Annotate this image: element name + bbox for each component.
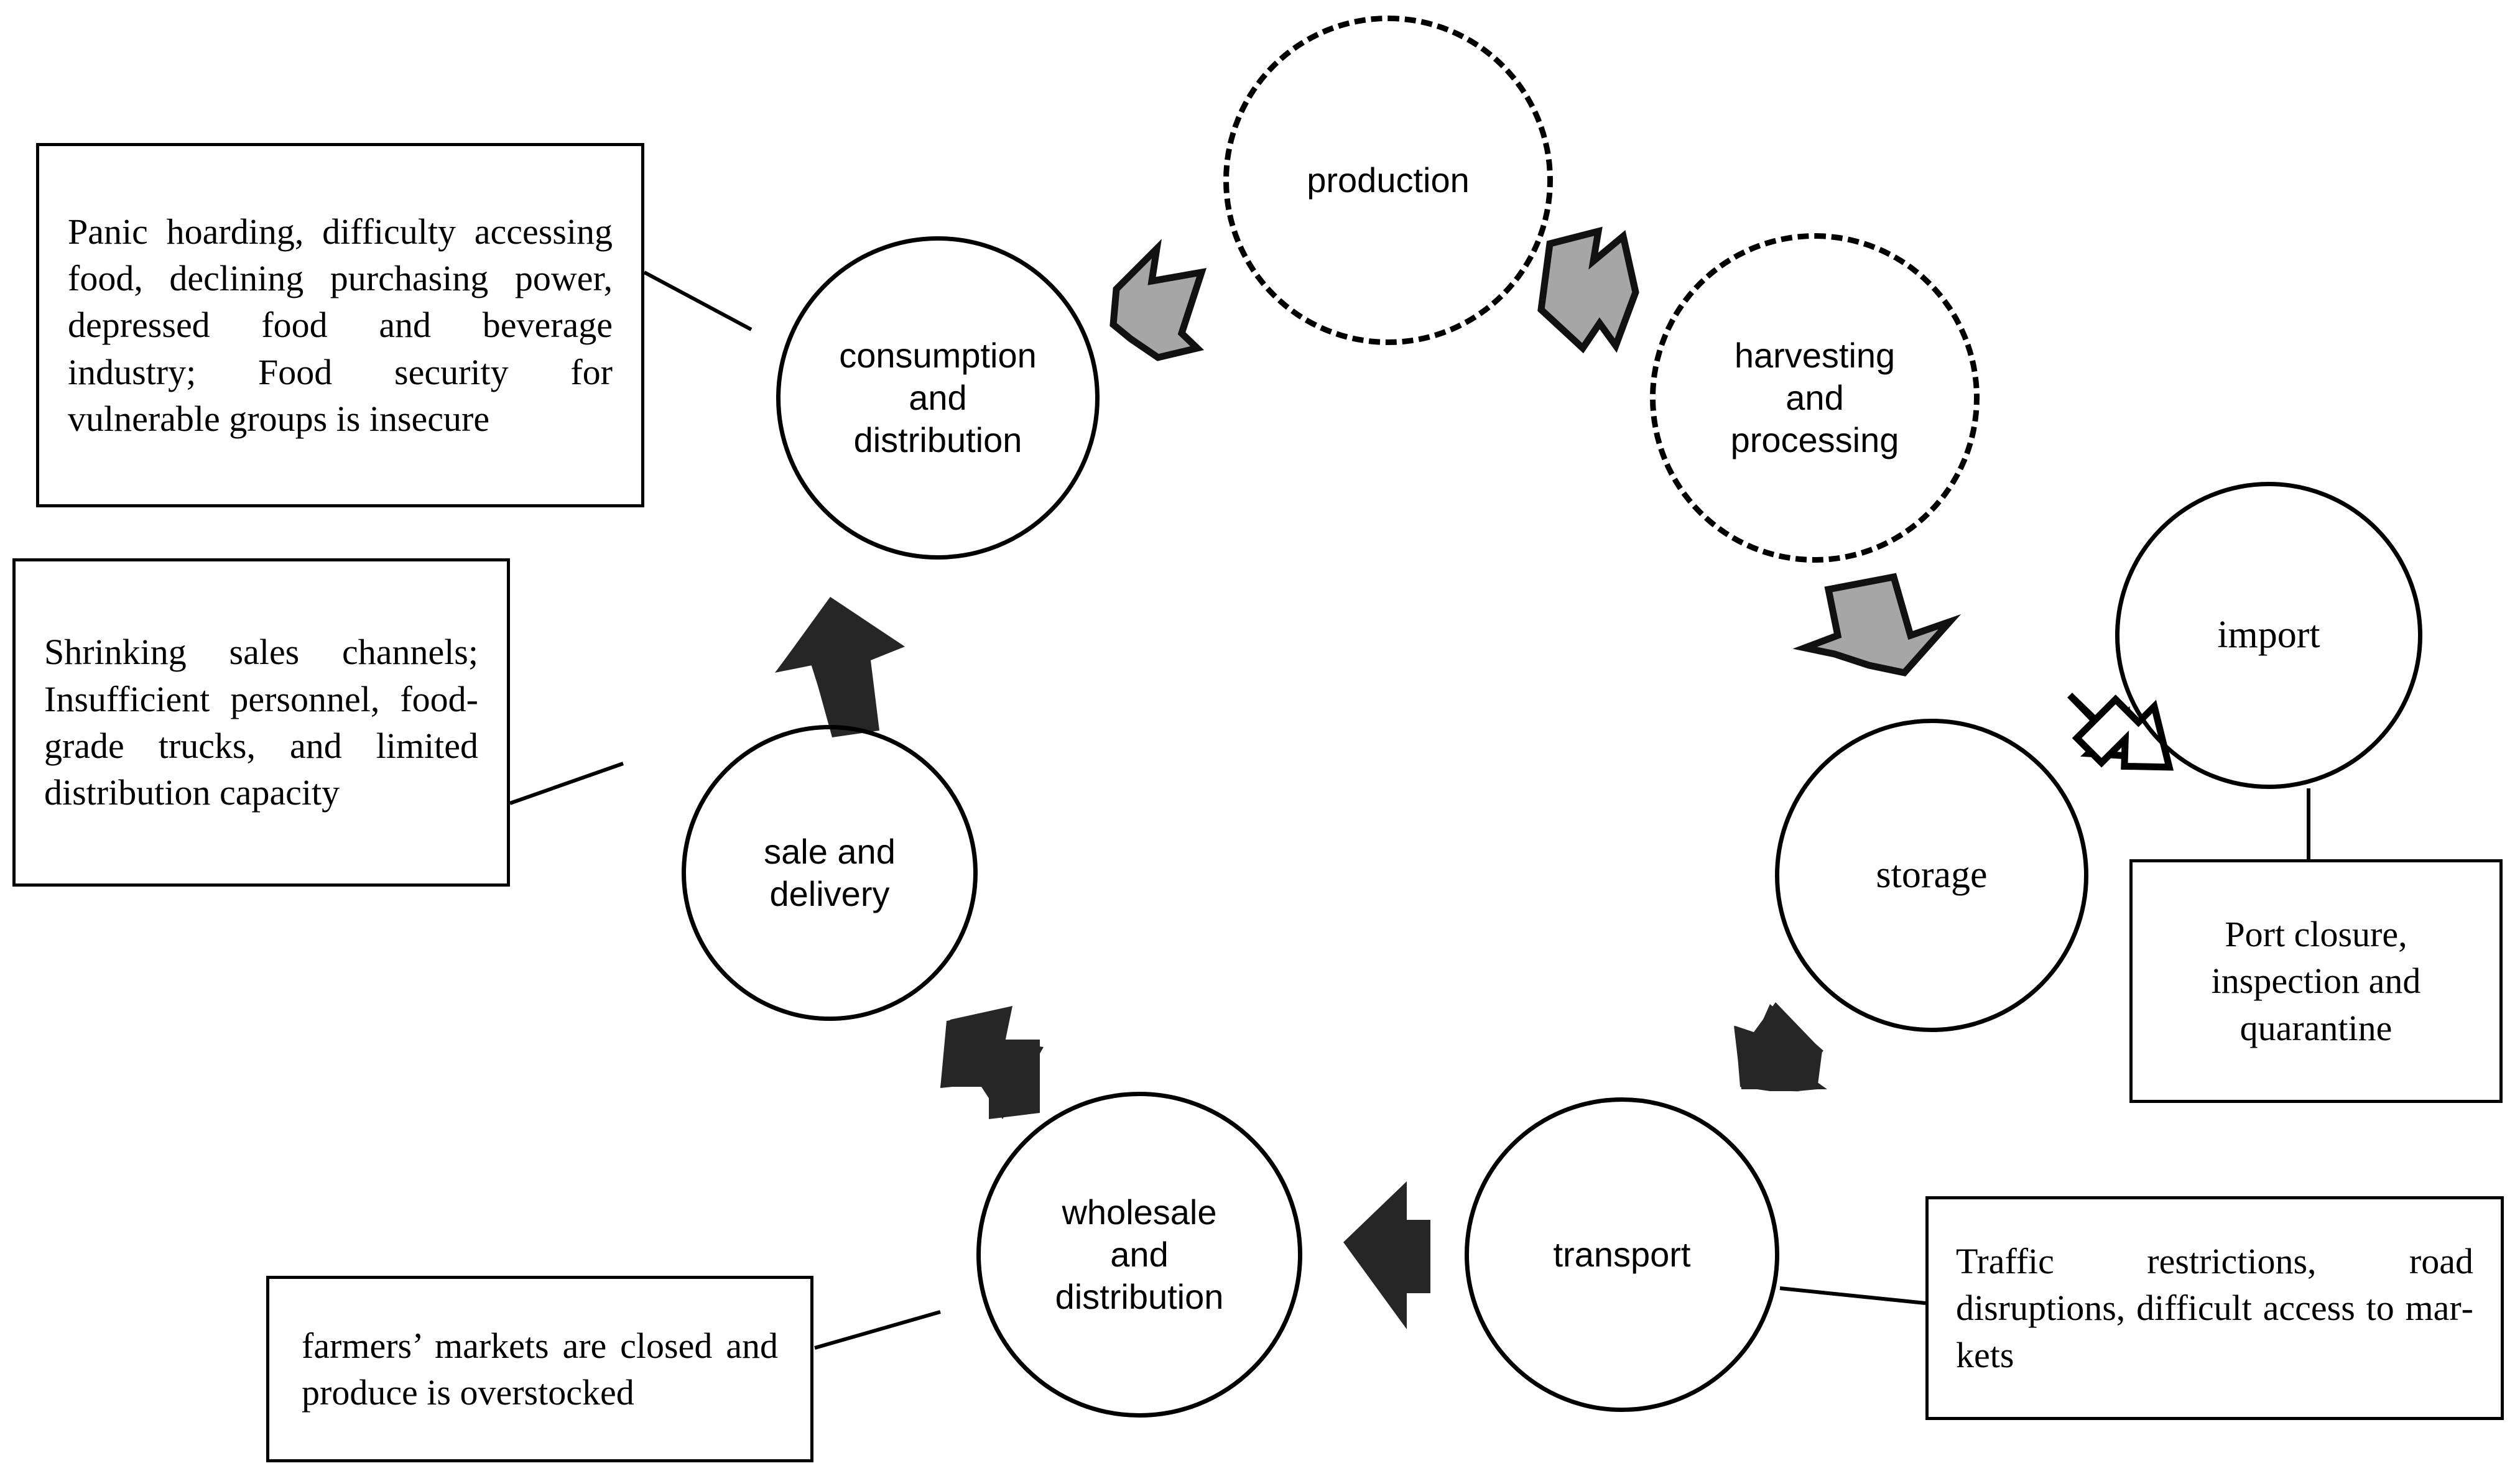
node-sale-and-delivery[interactable]: sale and delivery: [682, 725, 978, 1021]
note-sale[interactable]: Shrinking sales channels; Insuffi­cient …: [12, 558, 510, 887]
node-harvesting-label: harvesting and processing: [1730, 335, 1899, 460]
arrow-gray-harvesting-to-storage: [1792, 573, 1962, 677]
arrow-gray-production-to-consumption: [1109, 239, 1207, 361]
arrow-black-transport-to-wholesale: [1343, 1181, 1430, 1329]
node-wholesale-label: wholesale and distribution: [1055, 1192, 1224, 1317]
note-import-text: Port closure, inspection and quaran­tine: [2211, 913, 2421, 1048]
node-consumption-and-distribution[interactable]: consumption and distribution: [776, 236, 1100, 560]
leader-line-sale: [509, 762, 624, 805]
node-consumption-label: consumption and distribution: [839, 335, 1037, 460]
note-consumption-text: Panic hoarding, difficulty accessing foo…: [68, 211, 613, 440]
node-import-label: import: [2217, 614, 2320, 657]
leader-line-wholesale: [814, 1310, 941, 1350]
arrow-gray-production-to-harvesting: [1537, 226, 1639, 354]
arrow-black-wholesale-to-sale: [940, 1006, 1044, 1119]
node-storage-label: storage: [1876, 854, 1988, 897]
leader-line-transport: [1779, 1286, 1926, 1305]
note-transport[interactable]: Traffic restrictions, road disruptions, …: [1925, 1196, 2504, 1420]
arrow-black-sale-to-consumption: [775, 597, 905, 737]
node-production-label: production: [1307, 160, 1470, 200]
note-wholesale[interactable]: farmers’ markets are closed and produce …: [266, 1276, 813, 1462]
node-harvesting-and-processing[interactable]: harvesting and processing: [1650, 233, 1980, 563]
node-production[interactable]: production: [1223, 16, 1553, 345]
arrow-white-import-to-storage: [2067, 693, 2174, 771]
arrow-black-storage-to-transport: [1734, 1002, 1827, 1092]
node-storage[interactable]: storage: [1775, 719, 2088, 1032]
node-import[interactable]: import: [2115, 482, 2422, 789]
note-import[interactable]: Port closure, inspection and quaran­tine: [2129, 859, 2503, 1103]
node-wholesale-and-distribution[interactable]: wholesale and distribution: [976, 1092, 1302, 1418]
note-sale-text: Shrinking sales channels; Insuffi­cient …: [44, 632, 478, 813]
node-sale-label: sale and delivery: [764, 831, 896, 913]
note-consumption[interactable]: Panic hoarding, difficulty accessing foo…: [36, 143, 644, 507]
node-transport[interactable]: transport: [1465, 1097, 1779, 1412]
note-wholesale-text: farmers’ markets are closed and produce …: [302, 1325, 778, 1413]
note-transport-text: Traffic restrictions, road disruptions, …: [1956, 1240, 2473, 1375]
node-transport-label: transport: [1553, 1234, 1691, 1274]
leader-line-consumption: [643, 270, 753, 331]
